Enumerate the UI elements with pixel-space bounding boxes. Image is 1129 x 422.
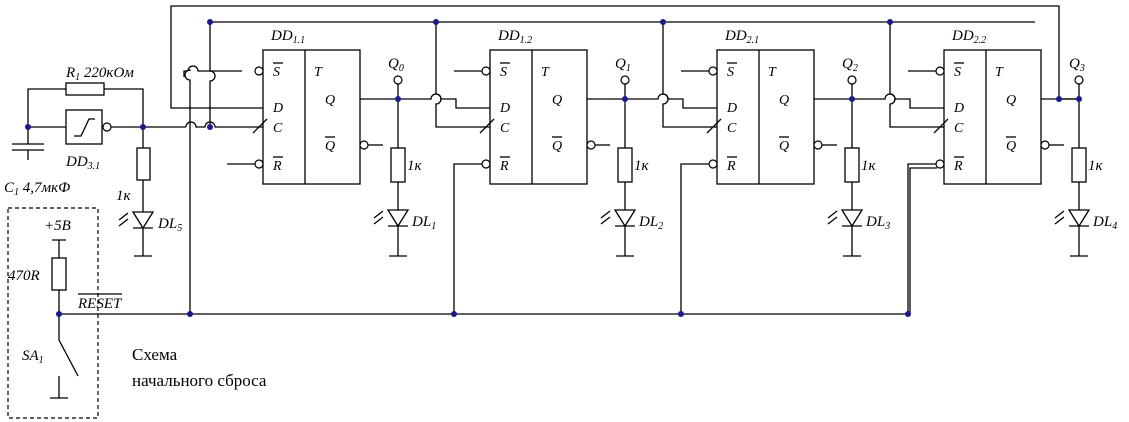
led-resistor [1071,147,1087,183]
pin-r: R [726,159,736,174]
oscillator-block: R1 220кОм DD3.1 C1 4,7мкФ 1к DL5 [4,65,186,257]
led5-resistor-label: 1к [116,188,132,204]
pin-d: D [272,101,283,116]
supply-label: +5В [44,218,71,234]
pin-q: Q [1006,93,1016,108]
junction-dot [849,96,855,102]
flipflop-label: DD2.1 [724,28,759,46]
led-resistor [844,147,860,183]
resistor-label: 1к [407,158,423,174]
output-label-0: Q0 [388,56,404,74]
junction-dot [1076,96,1082,102]
resistor-label: 1к [861,158,877,174]
pin-c: C [273,121,283,136]
led-symbol [386,209,410,228]
caption-line-2: начального сброса [132,371,267,390]
led-label-1: DL2 [638,214,663,232]
output-terminal [847,75,857,85]
pin-c: C [500,121,510,136]
junction-dot [433,19,439,25]
pin-qn: Q [325,139,335,154]
pin-q: Q [325,93,335,108]
pin-q: Q [552,93,562,108]
junction-dot [660,19,666,25]
schmitt-trigger [65,109,103,145]
reset-signal-label: RESET [77,296,123,312]
pin-d: D [726,101,737,116]
junction-dot [1056,96,1062,102]
pin-s: S [500,65,507,80]
junction-dot [887,19,893,25]
pin-q: Q [779,93,789,108]
output-terminal [393,75,403,85]
resistor-label: 1к [634,158,650,174]
pin-t: T [995,65,1004,80]
reset-bus [59,167,937,315]
junction-dot [395,96,401,102]
pin-qn: Q [1006,139,1016,154]
junction-dot [187,311,193,317]
led-symbol [840,209,864,228]
pin-r: R [953,159,963,174]
led-symbol [1067,209,1091,228]
output-label-1: Q1 [615,56,631,74]
switch-label: SA1 [22,348,44,366]
output-terminal [1074,75,1084,85]
reset-resistor-label: 470R [8,268,40,284]
pin-s: S [727,65,734,80]
led-label-0: DL1 [411,214,436,232]
pin-t: T [541,65,550,80]
flipflop-label: DD1.2 [497,28,532,46]
junction-dot [622,96,628,102]
pin-r: R [499,159,509,174]
led-label-2: DL3 [865,214,890,232]
led-resistor [390,147,406,183]
pin-s: S [954,65,961,80]
junction-dot [56,311,62,317]
r1-resistor [65,82,105,96]
pin-s: S [273,65,280,80]
led-resistor [617,147,633,183]
junction-dot [678,311,684,317]
schmitt-label: DD3.1 [65,154,100,172]
pin-t: T [314,65,323,80]
pin-c: C [954,121,964,136]
pin-d: D [499,101,510,116]
pin-c: C [727,121,737,136]
feedback-wire [170,5,1060,109]
pin-t: T [768,65,777,80]
led-symbol [613,209,637,228]
junction-dot [905,311,911,317]
resistor-label: 1к [1088,158,1104,174]
c1-label: C1 4,7мкФ [4,180,70,198]
junction-dot [140,124,146,130]
reset-circuit: +5В 470R RESET SA1 Схема начального сбро… [7,207,267,419]
junction-dot [207,124,213,130]
r1-label: R1 220кОм [65,65,134,83]
output-label-2: Q2 [842,56,858,74]
output-terminal [620,75,630,85]
pin-qn: Q [779,139,789,154]
junction-dot [207,19,213,25]
caption-line-1: Схема [132,345,178,364]
junction-dot [25,124,31,130]
flipflop-label: DD2.2 [951,28,986,46]
pin-r: R [272,159,282,174]
led5-label: DL5 [157,216,182,234]
junction-dot [451,311,457,317]
led-label-3: DL4 [1092,214,1117,232]
flipflop-label: DD1.1 [270,28,305,46]
output-label-3: Q3 [1069,56,1085,74]
pin-d: D [953,101,964,116]
pin-qn: Q [552,139,562,154]
